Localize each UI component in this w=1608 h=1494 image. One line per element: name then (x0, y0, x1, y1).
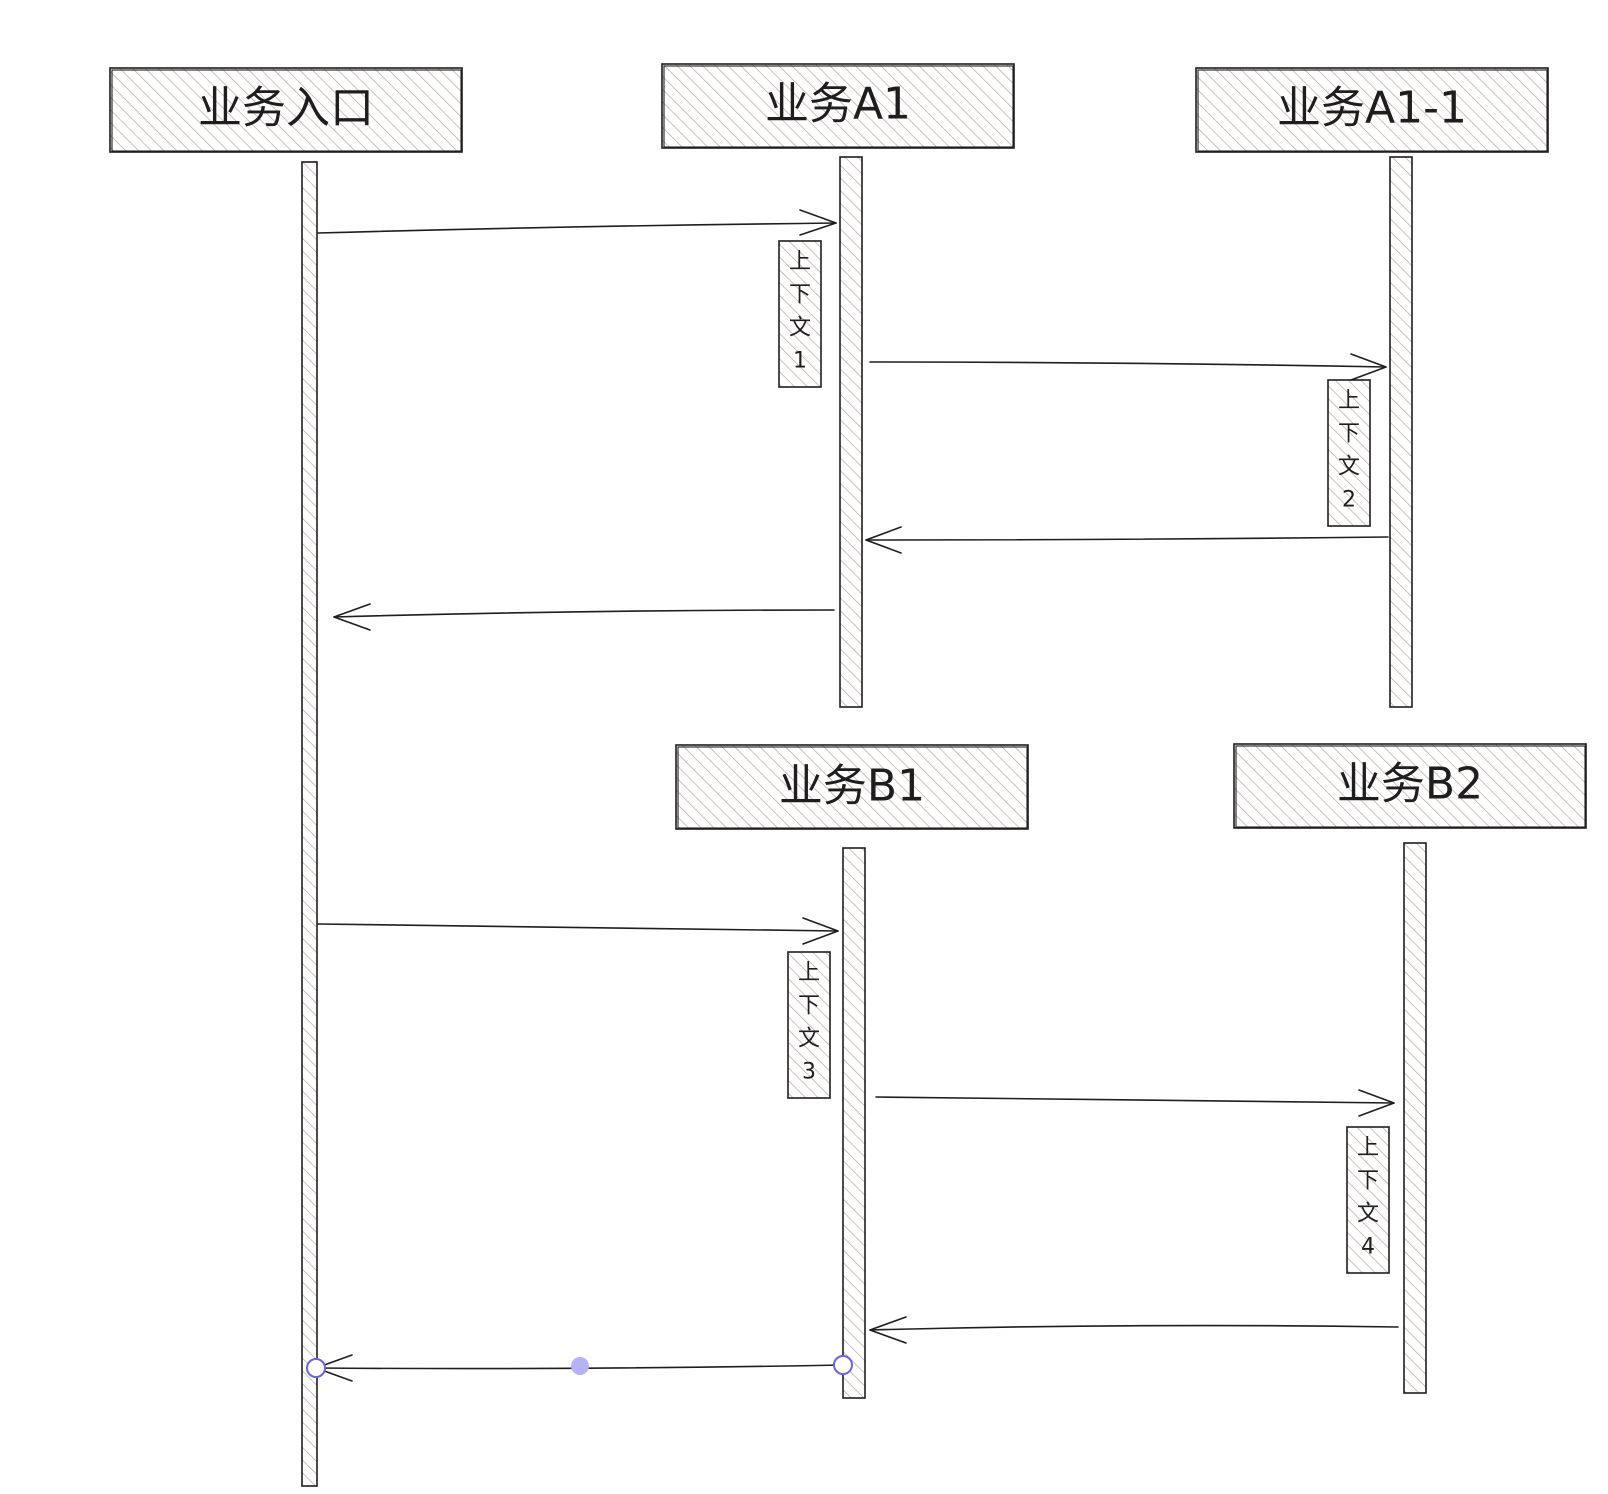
participant-b1-label: 业务B1 (779, 761, 925, 812)
arrow-a1-1-to-a1-return[interactable] (865, 526, 1389, 554)
context-box-2[interactable]: 上 下 文 2 (1327, 379, 1371, 527)
participant-b1-box[interactable] (675, 744, 1029, 830)
selection-midpoint-handle[interactable] (571, 1357, 589, 1375)
context-1-box[interactable] (778, 240, 822, 388)
context-3-char-4: 3 (802, 1060, 816, 1085)
selection-start-handle[interactable] (306, 1358, 326, 1378)
lifeline-b1[interactable] (842, 847, 866, 1399)
context-3-char-1: 上 (798, 961, 820, 986)
arrow-entry-to-a1[interactable] (317, 209, 837, 236)
participant-a1-1-label: 业务A1-1 (1277, 83, 1467, 134)
selection-end-handle[interactable] (833, 1355, 853, 1375)
participant-b2-label: 业务B2 (1337, 759, 1483, 810)
context-2-box[interactable] (1327, 379, 1371, 527)
context-4-char-3: 文 (1357, 1202, 1379, 1227)
participant-entry-box[interactable] (109, 67, 463, 153)
lifeline-entry[interactable] (301, 161, 318, 1487)
arrow-b1-to-b2[interactable] (875, 1089, 1395, 1117)
context-4-char-1: 上 (1357, 1136, 1379, 1161)
context-1-char-2: 下 (789, 283, 811, 308)
arrow-a1-to-entry-return[interactable] (333, 603, 835, 631)
context-2-char-1: 上 (1338, 389, 1360, 414)
context-3-box[interactable] (787, 951, 831, 1099)
arrow-a1-to-a1-1[interactable] (869, 353, 1387, 381)
participant-a1-box-outline (663, 65, 1014, 148)
context-2-char-2: 下 (1338, 422, 1360, 447)
participant-entry[interactable]: 业务入口 (109, 67, 463, 153)
arrow-b1-to-entry-return-selected[interactable] (306, 1354, 853, 1382)
context-1-char-1: 上 (789, 250, 811, 275)
participant-a1-box[interactable] (661, 63, 1015, 149)
participant-entry-label: 业务入口 (198, 83, 374, 134)
lifeline-a1-1[interactable] (1389, 156, 1413, 708)
context-box-3[interactable]: 上 下 文 3 (787, 951, 831, 1099)
context-3-char-3: 文 (798, 1027, 820, 1052)
context-box-4[interactable]: 上 下 文 4 (1346, 1126, 1390, 1274)
lifeline-b2[interactable] (1403, 842, 1427, 1394)
context-4-char-2: 下 (1357, 1169, 1379, 1194)
participant-a1-1-box[interactable] (1195, 67, 1549, 153)
context-2-char-3: 文 (1338, 455, 1360, 480)
context-1-char-3: 文 (789, 316, 811, 341)
context-2-char-4: 2 (1342, 488, 1356, 513)
participant-a1-label: 业务A1 (765, 79, 911, 130)
participant-b2-box[interactable] (1233, 743, 1587, 829)
context-box-1[interactable]: 上 下 文 1 (778, 240, 822, 388)
context-4-box[interactable] (1346, 1126, 1390, 1274)
context-3-char-2: 下 (798, 994, 820, 1019)
participant-b1[interactable]: 业务B1 (675, 744, 1029, 830)
context-1-char-4: 1 (793, 349, 807, 374)
participant-b2-box-outline (1235, 745, 1586, 828)
arrow-b2-to-b1-return[interactable] (869, 1316, 1399, 1344)
participant-b1-box-outline (677, 746, 1028, 829)
context-4-char-4: 4 (1361, 1235, 1375, 1260)
participant-entry-box-outline (111, 69, 462, 152)
participant-a1-1-box-outline (1197, 69, 1548, 152)
participant-a1[interactable]: 业务A1 (661, 63, 1015, 149)
participant-a1-1[interactable]: 业务A1-1 (1195, 67, 1549, 153)
participant-b2[interactable]: 业务B2 (1233, 743, 1587, 829)
arrow-entry-to-b1[interactable] (317, 917, 839, 945)
lifeline-a1[interactable] (839, 156, 863, 708)
